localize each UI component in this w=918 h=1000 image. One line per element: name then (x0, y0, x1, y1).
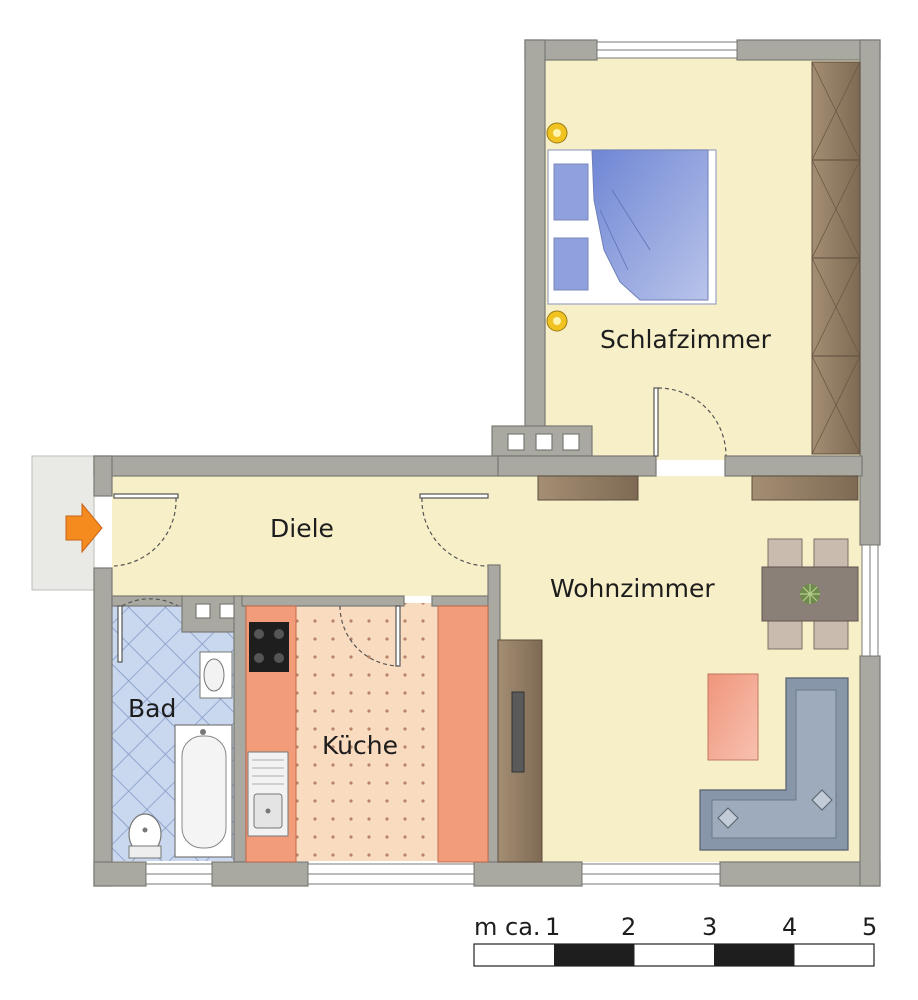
lamp-icon (546, 310, 568, 332)
stove (249, 622, 289, 672)
doors (113, 387, 727, 667)
washbasin (199, 651, 233, 699)
kitchen-door (395, 605, 401, 667)
scale-tick-label: 5 (862, 913, 877, 941)
kitchen-door-swing (339, 605, 399, 667)
living-door (419, 493, 489, 499)
dining-table (761, 538, 859, 650)
windows (145, 41, 879, 885)
living-door-swing (421, 497, 489, 567)
scale-unit-label: m ca. (474, 913, 541, 941)
wardrobe (811, 61, 861, 455)
kitchen-sink (247, 751, 289, 837)
plant-icon (800, 584, 820, 604)
double-bed (547, 149, 717, 305)
bathtub (174, 724, 233, 858)
lamp-icon (546, 122, 568, 144)
room-label-schlafzimmer: Schlafzimmer (600, 325, 772, 354)
scale-bar: m ca. 1 2 3 4 5 (473, 913, 877, 967)
entrance-door-swing (113, 497, 177, 567)
bedroom-door (653, 387, 659, 457)
scale-tick-label: 3 (702, 913, 717, 941)
corner-sofa (699, 677, 849, 851)
coffee-table (707, 673, 759, 761)
sideboards (497, 475, 859, 863)
bath-door (117, 605, 123, 663)
bath-door-swing (121, 598, 179, 607)
entrance-arrow-icon (65, 502, 103, 554)
room-label-kueche: Küche (322, 731, 398, 760)
room-label-diele: Diele (270, 514, 334, 543)
scale-tick-label: 4 (782, 913, 797, 941)
room-label-bad: Bad (128, 694, 176, 723)
bedroom-door-swing (657, 387, 727, 457)
entrance-door (113, 493, 179, 499)
scale-tick-label: 1 (545, 913, 560, 941)
scale-tick-label: 2 (621, 913, 636, 941)
toilet (128, 813, 162, 859)
room-label-wohnzimmer: Wohnzimmer (550, 574, 715, 603)
shafts (195, 433, 580, 619)
